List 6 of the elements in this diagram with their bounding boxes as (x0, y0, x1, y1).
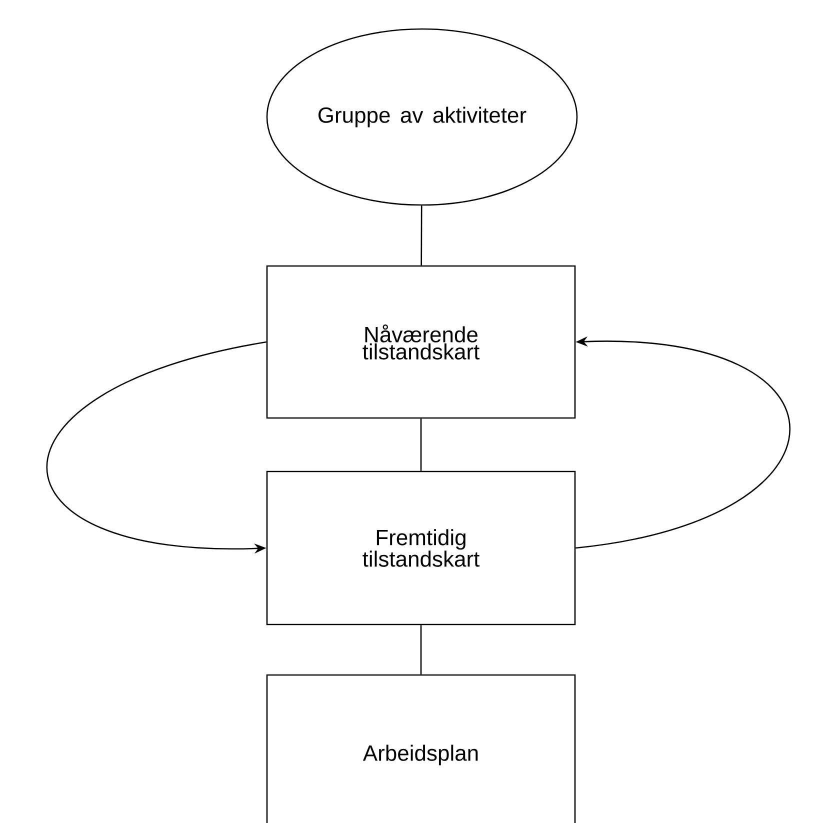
process-box: Nåværende tilstandskart (266, 265, 576, 419)
process-box: Fremtidig tilstandskart (266, 470, 576, 626)
connector-line (420, 206, 422, 266)
connector-line (420, 625, 422, 674)
connector-line (420, 418, 422, 471)
process-box: Arbeidsplan (266, 674, 576, 823)
